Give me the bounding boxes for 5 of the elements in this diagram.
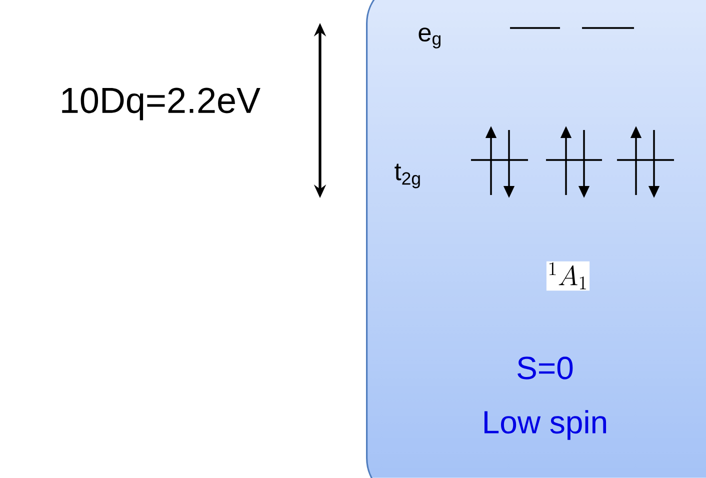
level-label: t$_{2g}$ [394, 164, 420, 188]
level-label: e$_{g}$ [418, 28, 440, 48]
spin-label: Low spin [484, 410, 606, 440]
splitting-label: 10Dq=2.2eV [62, 88, 260, 120]
spin-label: S=0 [518, 356, 573, 380]
